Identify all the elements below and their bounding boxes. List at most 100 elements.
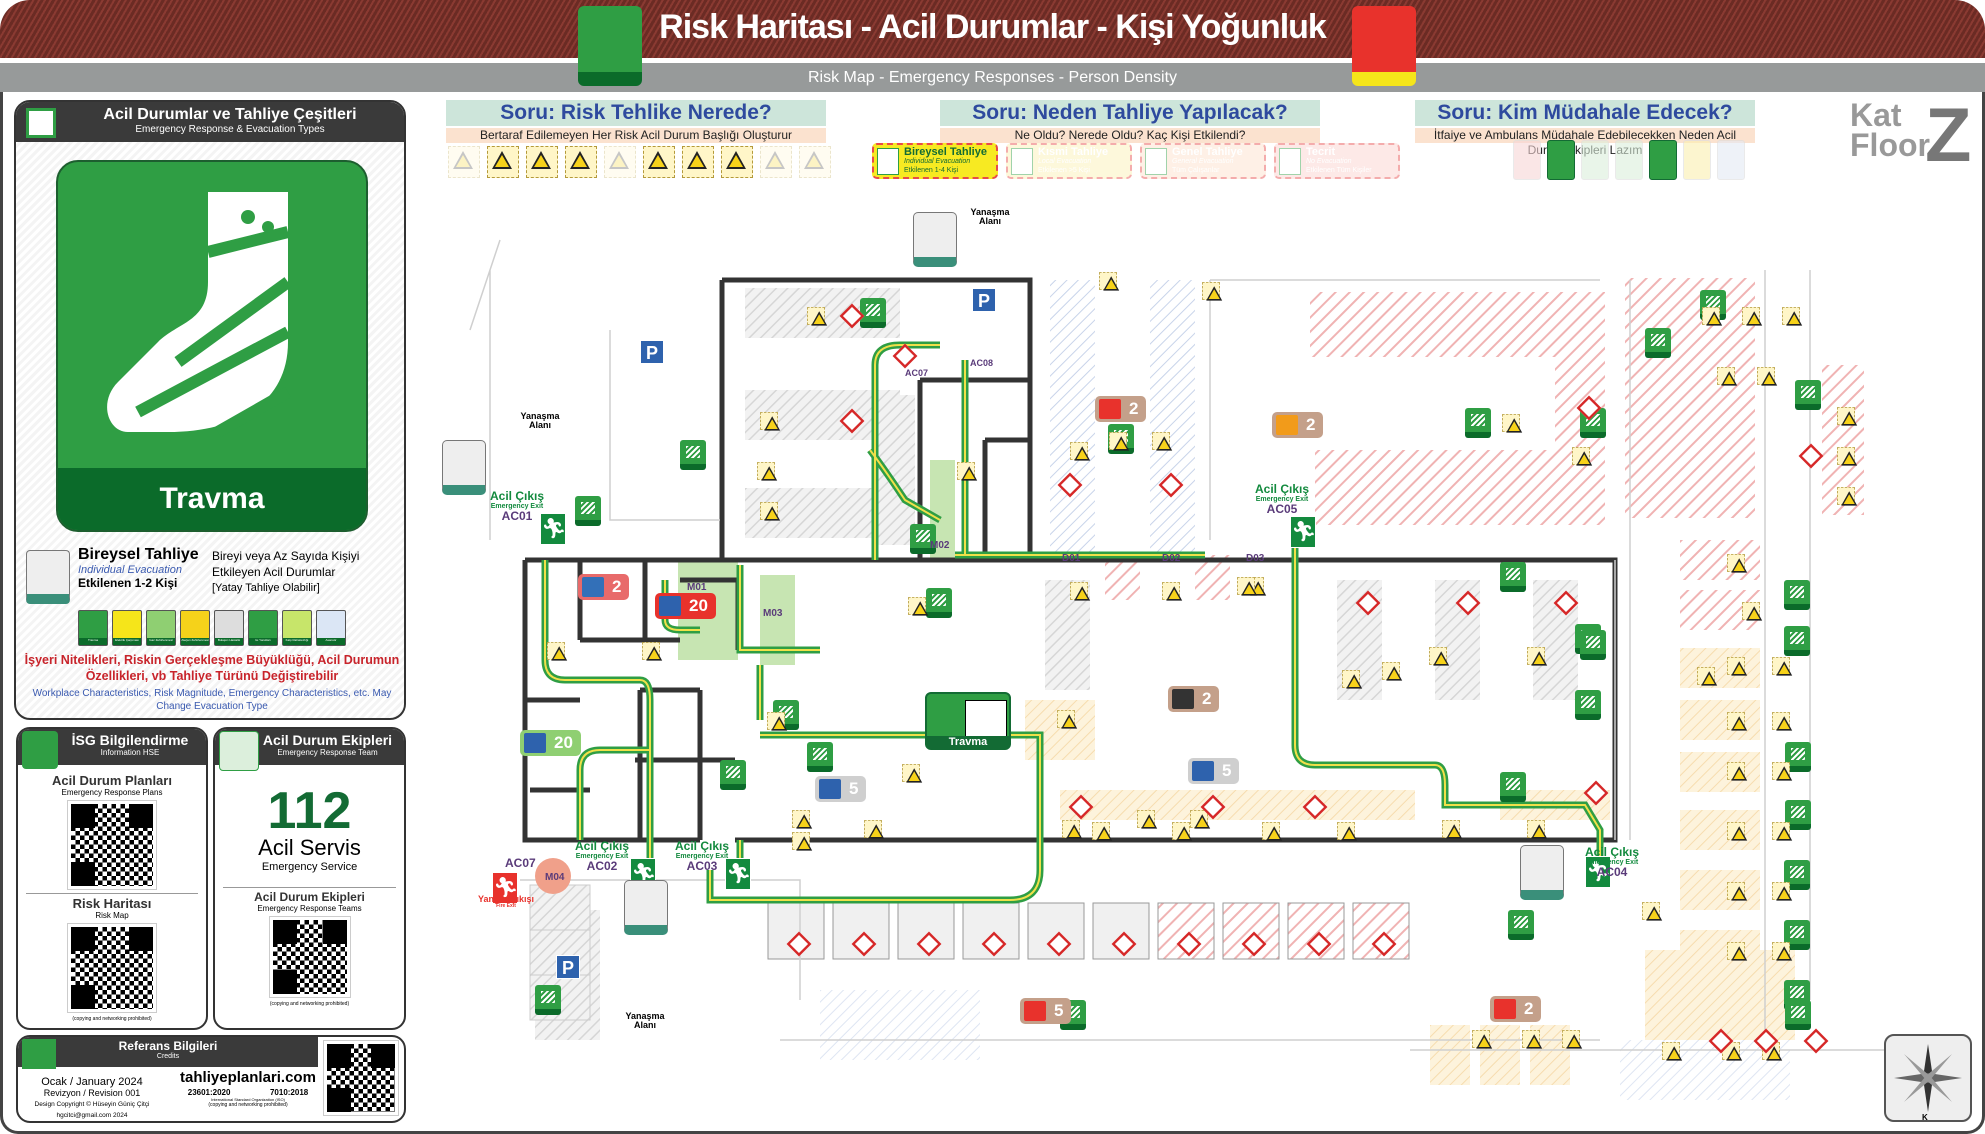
docking-area-label: Yanaşma Alanı — [625, 1011, 665, 1031]
ekip-subtitle: Emergency Response Team — [277, 748, 378, 757]
credits-site[interactable]: tahliyeplanlari.com — [180, 1069, 316, 1086]
response-team-icon[interactable] — [1513, 140, 1541, 180]
question-sub: Ne Oldu? Nerede Oldu? Kaç Kişi Etkilendi… — [940, 128, 1320, 143]
hazard-warning-icon — [547, 642, 568, 661]
evac-title-en: Individual Evacuation — [78, 564, 182, 576]
evac-type-count: Etkilenen 1-4 Kişi — [904, 167, 959, 174]
emergency-type-icon-0: Travma — [78, 610, 108, 646]
fire-exit-sign[interactable]: 🏃︎ — [492, 872, 518, 904]
emergency-exit-sign[interactable]: 🏃︎ — [725, 858, 751, 890]
teams-qr-code[interactable] — [268, 916, 351, 998]
iso-7010: 7010:2018 — [269, 1088, 309, 1097]
response-team-icon[interactable] — [1649, 140, 1677, 180]
floor-kat: Kat — [1850, 97, 1902, 133]
outline-lines — [469, 239, 1965, 1051]
hazard-warning-icon — [1262, 822, 1283, 841]
hazard-warning-icon — [1162, 582, 1183, 601]
warning-en: Workplace Characteristics, Risk Magnitud… — [32, 688, 392, 712]
center-qr-code[interactable] — [965, 700, 1007, 742]
response-team-icon[interactable] — [1683, 140, 1711, 180]
running-person-icon — [877, 148, 899, 175]
header-band — [0, 0, 1985, 58]
individual-evacuation-sign — [1520, 845, 1564, 900]
person-density-badge: 20 — [655, 593, 716, 619]
center-label: Travma — [927, 736, 1009, 748]
response-team-icon[interactable] — [1615, 140, 1643, 180]
exit-code-ac07: AC07 — [505, 856, 536, 870]
response-team-icon[interactable] — [1547, 140, 1575, 180]
emergency-type-icon-3: Alerjen Zehirlenmesi — [180, 610, 210, 646]
hazard-warning-icon — [1727, 882, 1748, 901]
type-icon-label: Travma — [79, 638, 107, 645]
hazard-warning-icon — [1527, 820, 1548, 839]
trauma-icon — [1785, 1000, 1811, 1030]
person-density-badge: 2 — [1490, 996, 1542, 1022]
main-trauma-icon: Travma — [56, 160, 368, 532]
hazard-warning-icon — [1727, 822, 1748, 841]
hazard-warning-icon — [1782, 307, 1803, 326]
hazard-warning-icon — [1772, 822, 1793, 841]
trauma-icon — [575, 496, 601, 526]
hazard-warning-icon — [1642, 902, 1663, 921]
iso-23601: 23601:2020 — [187, 1088, 231, 1097]
emergency-type-icon-4: Bulaşıcı Hastalık — [214, 610, 244, 646]
hazard-warning-icon — [1837, 487, 1858, 506]
emergency-exit-sign[interactable]: 🏃︎ — [1290, 516, 1316, 548]
evac-desc-1: Bireyi veya Az Sayıda Kişiyi — [212, 549, 360, 563]
fire-exit-en: Fire Exit — [496, 903, 516, 910]
docking-area-label: Yanaşma Alanı — [520, 411, 560, 431]
person-density-badge: 2 — [1272, 412, 1324, 438]
hazard-warning-icon — [1837, 407, 1858, 426]
credits-qr-code[interactable] — [323, 1040, 399, 1116]
room-label-D03: D03 — [1246, 553, 1265, 564]
trauma-icon — [720, 760, 746, 790]
emergency-type-icon-7: Asansör — [316, 610, 346, 646]
type-icon-label: Bulaşıcı Hastalık — [215, 638, 243, 645]
person-density-badge: 2 — [1095, 396, 1147, 422]
exit-title: Acil Çıkış — [489, 489, 545, 503]
evac-type-en: No Evacuation — [1306, 158, 1352, 165]
service-subtitle: Emergency Service — [261, 861, 358, 873]
emergency-exit-sign[interactable]: 🏃︎ — [540, 513, 566, 545]
hazard-warning-icon — [1702, 307, 1723, 326]
warning-tr: İşyeri Nitelikleri, Riskin Gerçekleşme B… — [24, 653, 400, 683]
type-icon-label: Alerjen Zehirlenmesi — [181, 638, 209, 645]
isg-title: İSG Bilgilendirme — [71, 732, 189, 748]
plans-qr-code[interactable] — [67, 800, 157, 890]
response-team-icon[interactable] — [1717, 140, 1745, 180]
credits-note: (copying and networking prohibited) — [208, 1102, 288, 1108]
ekip-note: (copying and networking prohibited) — [269, 1001, 350, 1007]
emergency-exit-sign[interactable]: 🏃︎ — [1585, 856, 1611, 888]
evac-type-en: General Evacuation — [1172, 158, 1234, 165]
ekip-title: Acil Durum Ekipleri — [262, 732, 393, 748]
response-team-icon[interactable] — [1581, 140, 1609, 180]
hazard-warning-icon — [760, 146, 792, 178]
hazard-warning-icon — [1472, 1030, 1493, 1049]
question-why: Soru: Neden Tahliye Yapılacak?Ne Oldu? N… — [940, 100, 1320, 143]
exit-code-ac08: AC08 — [970, 358, 994, 368]
hazard-warning-icon — [643, 146, 675, 178]
hazard-warning-icon — [1190, 810, 1211, 829]
hazard-warning-icon — [1662, 1042, 1683, 1061]
room-label-D02: D02 — [1162, 553, 1181, 564]
parking-sign: P — [640, 340, 664, 364]
exit-title-en: Emergency Exit — [490, 502, 544, 510]
hazard-warning-icon — [1070, 442, 1091, 461]
risk-map-qr-code[interactable] — [67, 923, 157, 1013]
hazard-warning-icon — [1772, 712, 1793, 731]
plans-subtitle: Emergency Response Plans — [61, 788, 163, 797]
hazard-warning-icon — [908, 597, 929, 616]
hazard-warning-icon — [1172, 822, 1193, 841]
parking-sign: P — [556, 955, 580, 979]
person-density-badge: 5 — [1188, 758, 1240, 784]
individual-evacuation-sign — [442, 440, 486, 495]
trauma-icon — [860, 298, 886, 328]
